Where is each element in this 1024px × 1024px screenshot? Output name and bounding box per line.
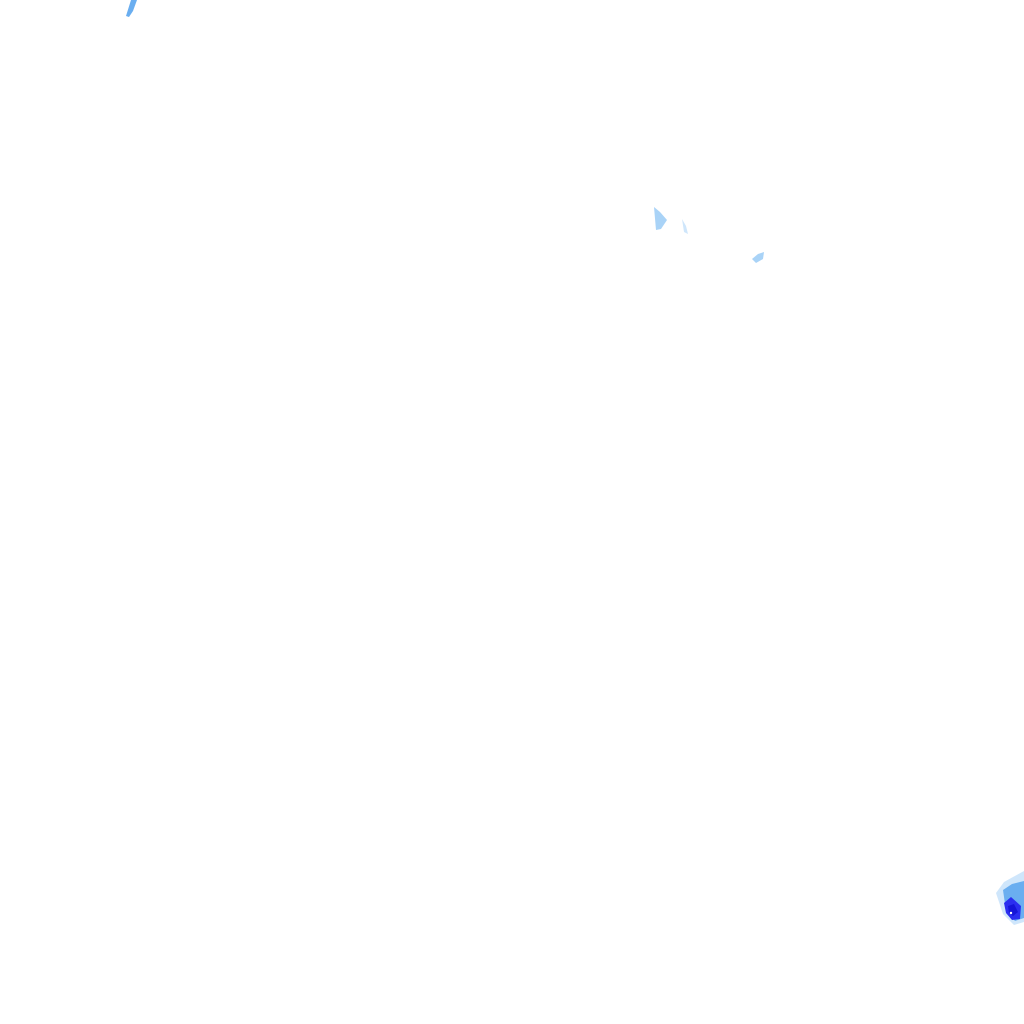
precipitation-cell-upper-right <box>752 252 764 263</box>
precipitation-cell-bottom-right <box>996 871 1024 925</box>
precipitation-cell-upper-middle <box>654 207 688 234</box>
precipitation-cell-top-left <box>126 0 137 17</box>
